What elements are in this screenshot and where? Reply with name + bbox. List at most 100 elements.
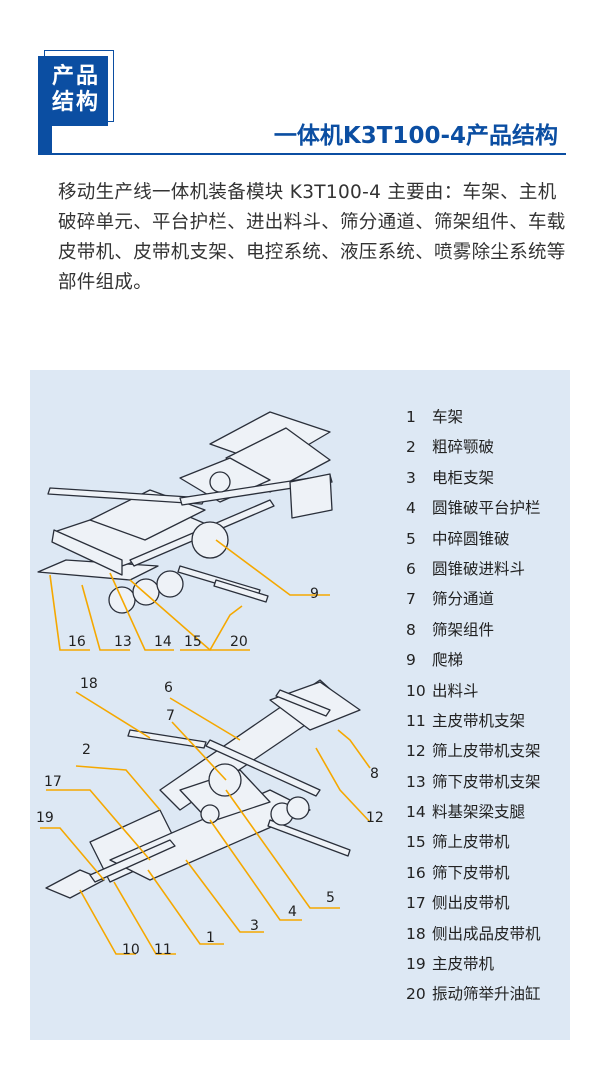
part-number: 5 (406, 529, 416, 548)
callout-1: 1 (206, 930, 215, 946)
callout-15: 15 (184, 634, 202, 650)
leader-4 (209, 819, 302, 921)
badge-line-1: 产品 (52, 64, 101, 89)
list-item: 16 筛下皮带机 (406, 858, 586, 888)
part-name: 侧出成品皮带机 (432, 924, 541, 943)
leader-10 (79, 889, 136, 955)
leader-1 (147, 869, 224, 945)
callout-4: 4 (288, 904, 297, 920)
callout-19: 19 (36, 810, 54, 826)
leader-14 (109, 572, 174, 651)
list-item: 10 出料斗 (406, 676, 586, 706)
part-number: 8 (406, 620, 416, 639)
list-item: 1 车架 (406, 402, 586, 432)
leader-7 (171, 721, 227, 781)
part-name: 圆锥破平台护栏 (432, 499, 541, 518)
list-item: 13 筛下皮带机支架 (406, 767, 586, 797)
callout-13: 13 (114, 634, 132, 650)
leader-19 (40, 827, 105, 881)
badge-line-2: 结构 (52, 90, 101, 115)
part-name: 筛上皮带机 (432, 833, 510, 852)
part-name: 主皮带机支架 (432, 711, 526, 730)
section-badge: 产品 结构 (38, 56, 108, 126)
callout-20: 20 (230, 634, 248, 650)
callout-9: 9 (310, 586, 319, 602)
list-item: 2 粗碎颚破 (406, 432, 586, 462)
leader-12 (315, 747, 371, 823)
part-name: 筛架组件 (432, 620, 495, 639)
leader-11 (113, 881, 176, 955)
part-number: 2 (406, 438, 416, 457)
list-item: 17 侧出皮带机 (406, 888, 586, 918)
part-name: 筛上皮带机支架 (432, 742, 541, 761)
list-item: 5 中碎圆锥破 (406, 524, 586, 554)
list-item: 8 筛架组件 (406, 615, 586, 645)
list-item: 12 筛上皮带机支架 (406, 736, 586, 766)
bottom-machine-illustration (45, 679, 361, 899)
leader-17 (46, 789, 151, 861)
list-item: 6 圆锥破进料斗 (406, 554, 586, 584)
callout-17: 17 (44, 774, 62, 790)
top-machine-illustration (37, 411, 333, 614)
callout-5: 5 (326, 890, 335, 906)
part-number: 17 (406, 894, 426, 913)
part-name: 中碎圆锥破 (432, 529, 510, 548)
list-item: 11 主皮带机支架 (406, 706, 586, 736)
part-number: 1 (406, 408, 416, 426)
leader-13 (81, 584, 130, 651)
leader-3 (185, 859, 264, 933)
part-name: 车架 (432, 408, 464, 426)
part-name: 筛下皮带机支架 (432, 772, 541, 791)
part-name: 粗碎颚破 (432, 438, 495, 457)
header-rule (38, 153, 566, 155)
part-name: 出料斗 (432, 681, 479, 700)
leader-9 (215, 539, 330, 596)
callout-2: 2 (82, 742, 91, 758)
callout-14: 14 (154, 634, 172, 650)
intro-paragraph: 移动生产线一体机装备模块 K3T100-4 主要由：车架、主机破碎单元、平台护栏… (58, 182, 566, 293)
part-name: 电柜支架 (432, 468, 495, 487)
section-title: 一体机K3T100-4产品结构 (273, 123, 558, 149)
part-number: 12 (406, 742, 426, 761)
badge-stripe (38, 126, 52, 154)
callout-6: 6 (164, 680, 173, 696)
leader-18 (75, 691, 151, 739)
part-name: 侧出皮带机 (432, 894, 510, 913)
machine-diagram: 9 16 13 14 15 20 18 6 7 2 17 19 8 12 5 4… (36, 411, 384, 958)
part-number: 3 (406, 468, 416, 487)
callout-8: 8 (370, 766, 379, 782)
part-name: 圆锥破进料斗 (432, 559, 526, 578)
list-item: 3 电柜支架 (406, 463, 586, 493)
callout-16: 16 (68, 634, 86, 650)
part-number: 19 (406, 955, 426, 974)
part-number: 20 (406, 985, 426, 1004)
callout-11: 11 (154, 942, 172, 958)
callout-12: 12 (366, 810, 384, 826)
callout-7: 7 (166, 708, 175, 724)
part-number: 11 (406, 711, 426, 730)
part-number: 16 (406, 863, 426, 882)
leader-6 (169, 697, 241, 741)
part-number: 10 (406, 681, 426, 700)
callout-10: 10 (122, 942, 140, 958)
leader-15 (180, 605, 243, 651)
callout-18: 18 (80, 676, 98, 692)
leader-16 (49, 574, 90, 651)
list-item: 14 料基架梁支腿 (406, 797, 586, 827)
part-number: 9 (406, 651, 416, 670)
leader-8 (337, 729, 371, 769)
part-number: 6 (406, 559, 416, 578)
part-number: 13 (406, 772, 426, 791)
part-number: 7 (406, 590, 416, 609)
leader-20 (129, 579, 250, 651)
part-name: 筛下皮带机 (432, 863, 510, 882)
part-name: 料基架梁支腿 (432, 803, 526, 822)
part-number: 14 (406, 803, 426, 822)
